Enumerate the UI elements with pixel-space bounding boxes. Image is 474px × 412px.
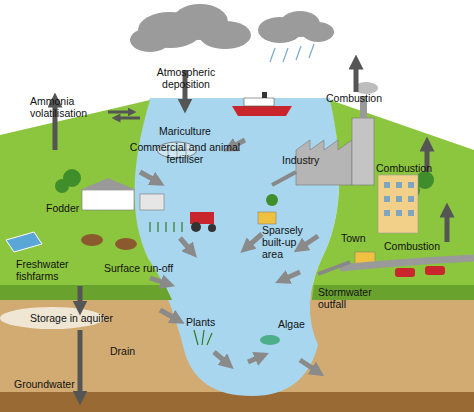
diagram-label: Fodder <box>46 202 96 214</box>
diagram-label: Ammonia volatilisation <box>30 95 102 119</box>
diagram-label: Plants <box>186 316 226 328</box>
diagram-label: Mariculture <box>150 125 220 137</box>
diagram-label: Storage in aquifer <box>30 312 140 324</box>
diagram-label: Sparsely built-up area <box>262 224 314 260</box>
diagram-label: Stormwater outfall <box>318 286 382 310</box>
diagram-label: Commercial and animal fertiliser <box>120 141 250 165</box>
diagram-label: Surface run-off <box>104 262 194 274</box>
diagram-label: Freshwater fishfarms <box>16 258 86 282</box>
diagram-label: Groundwater <box>14 378 94 390</box>
diagram-label: Industry <box>282 154 332 166</box>
diagram-label: Combustion <box>384 240 454 252</box>
diagram-label: Atmospheric deposition <box>150 66 222 90</box>
diagram-label: Combustion <box>376 162 446 174</box>
diagram-label: Combustion <box>326 92 396 104</box>
diagram-label: Drain <box>110 345 150 357</box>
diagram-label: Algae <box>278 318 318 330</box>
diagram-label: Town <box>341 232 381 244</box>
